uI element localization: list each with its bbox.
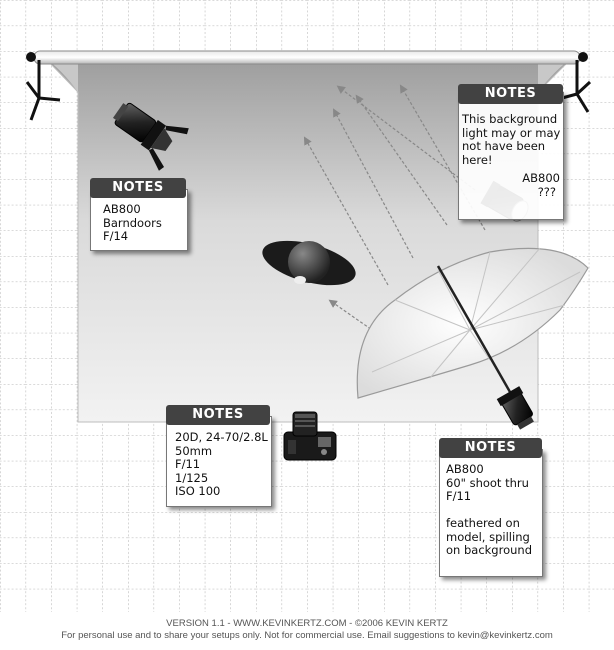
key-light-note-line: Barndoors xyxy=(103,215,162,230)
footer-version-line: VERSION 1.1 - WWW.KEVINKERTZ.COM - ©2006… xyxy=(166,618,448,629)
background-light-note-line: This background xyxy=(462,112,558,126)
key-light-note-line: AB800 xyxy=(103,202,141,216)
umbrella-note-line xyxy=(446,504,532,518)
key-light-strobe-icon xyxy=(112,102,189,171)
footer-license-line: For personal use and to share your setup… xyxy=(61,630,553,641)
camera-note-line: 1/125 xyxy=(175,470,209,485)
background-light-notes-title: NOTES xyxy=(458,84,563,104)
camera-note-line: 50mm xyxy=(175,443,213,458)
background-light-note-line: here! xyxy=(462,152,493,167)
background-light-note-line: light may or may xyxy=(462,125,561,140)
umbrella-note-line: 60" shoot thru xyxy=(446,475,529,490)
camera-note-line: F/11 xyxy=(175,457,201,471)
footer: VERSION 1.1 - WWW.KEVINKERTZ.COM - ©2006… xyxy=(0,618,614,642)
umbrella-note-line: model, spilling xyxy=(446,529,530,544)
camera-notes-title: NOTES xyxy=(166,405,270,425)
background-light-note-line: ??? xyxy=(537,184,556,199)
umbrella-notes: NOTES AB800 60" shoot thru F/11 feathere… xyxy=(439,438,543,577)
background-light-note-line: AB800 xyxy=(522,171,560,185)
camera-icon xyxy=(283,411,337,461)
umbrella-note-line: feathered on xyxy=(446,516,520,530)
camera-notes: NOTES 20D, 24-70/2.8L 50mm F/11 1/125 IS… xyxy=(166,405,272,507)
background-light-notes: NOTES This background light may or may n… xyxy=(458,84,564,220)
umbrella-note-line: AB800 xyxy=(446,462,484,476)
backdrop-stand-icon xyxy=(25,50,592,121)
umbrella-note-line: on background xyxy=(446,543,532,557)
model-icon xyxy=(262,240,356,286)
key-light-note-line: F/14 xyxy=(103,229,129,243)
key-light-notes: NOTES AB800 Barndoors F/14 xyxy=(90,178,188,251)
background-light-note-line: not have been xyxy=(462,139,546,153)
umbrella-icon xyxy=(356,247,589,430)
key-light-notes-title: NOTES xyxy=(90,178,186,198)
camera-note-line: ISO 100 xyxy=(175,484,221,498)
umbrella-note-line: F/11 xyxy=(446,489,472,503)
camera-note-line: 20D, 24-70/2.8L xyxy=(175,430,268,444)
umbrella-notes-title: NOTES xyxy=(439,438,542,458)
